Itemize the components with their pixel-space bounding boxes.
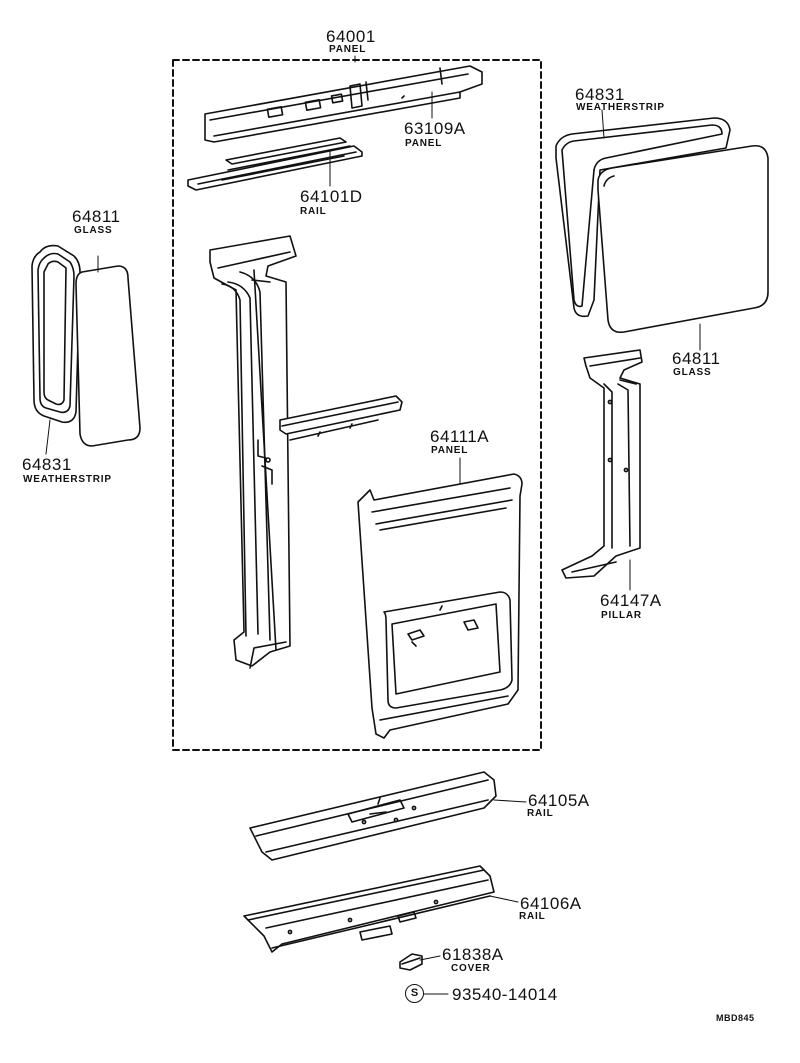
panel-63109a-shape[interactable] xyxy=(204,65,483,143)
part-number: 64811 xyxy=(72,207,121,226)
part-name: PANEL xyxy=(431,445,469,456)
part-name: PILLAR xyxy=(601,610,642,621)
part-number: 64105A xyxy=(528,791,590,810)
left-window-weatherstrip-shape[interactable] xyxy=(31,244,81,424)
center-pillar-shape[interactable] xyxy=(209,235,403,669)
right-window-glass-shape[interactable] xyxy=(597,144,769,334)
part-number: 64811 xyxy=(672,349,721,368)
part-number: 64831 xyxy=(22,455,72,474)
part-number: 61838A xyxy=(442,945,504,964)
part-number: 64147A xyxy=(600,591,662,610)
part-number: 64101D xyxy=(300,187,363,206)
rail-64106a-shape[interactable] xyxy=(243,865,495,953)
part-name: PANEL xyxy=(405,138,443,149)
part-name: WEATHERSTRIP xyxy=(23,474,112,485)
cover-61838a-shape[interactable] xyxy=(399,953,423,971)
panel-64111a-shape[interactable] xyxy=(357,473,523,739)
diagram-code: MBD845 xyxy=(716,1013,755,1023)
part-name: WEATHERSTRIP xyxy=(576,102,665,113)
rail-64101d-shape[interactable] xyxy=(187,137,363,191)
part-number: 93540-14014 xyxy=(452,985,558,1004)
right-window-weatherstrip-shape[interactable] xyxy=(555,117,731,318)
part-number: 64111A xyxy=(430,427,490,446)
part-number: 64831 xyxy=(575,85,625,104)
left-window-glass-shape[interactable] xyxy=(75,265,141,447)
part-name: GLASS xyxy=(74,225,113,236)
part-name: COVER xyxy=(451,963,491,974)
rail-64105a-shape[interactable] xyxy=(249,771,497,861)
leader-lines xyxy=(45,55,701,995)
part-name: RAIL xyxy=(300,206,327,217)
part-number: 64106A xyxy=(520,894,582,913)
part-number: 63109A xyxy=(404,119,466,138)
standard-part-symbol: S xyxy=(405,984,424,1003)
part-number: 64001 xyxy=(326,27,376,46)
pillar-64147a-shape[interactable] xyxy=(561,349,643,579)
part-name: GLASS xyxy=(673,367,712,378)
part-name: RAIL xyxy=(519,911,546,922)
assembly-boundary xyxy=(172,59,542,751)
part-name: RAIL xyxy=(527,808,554,819)
part-name: PANEL xyxy=(329,44,367,55)
